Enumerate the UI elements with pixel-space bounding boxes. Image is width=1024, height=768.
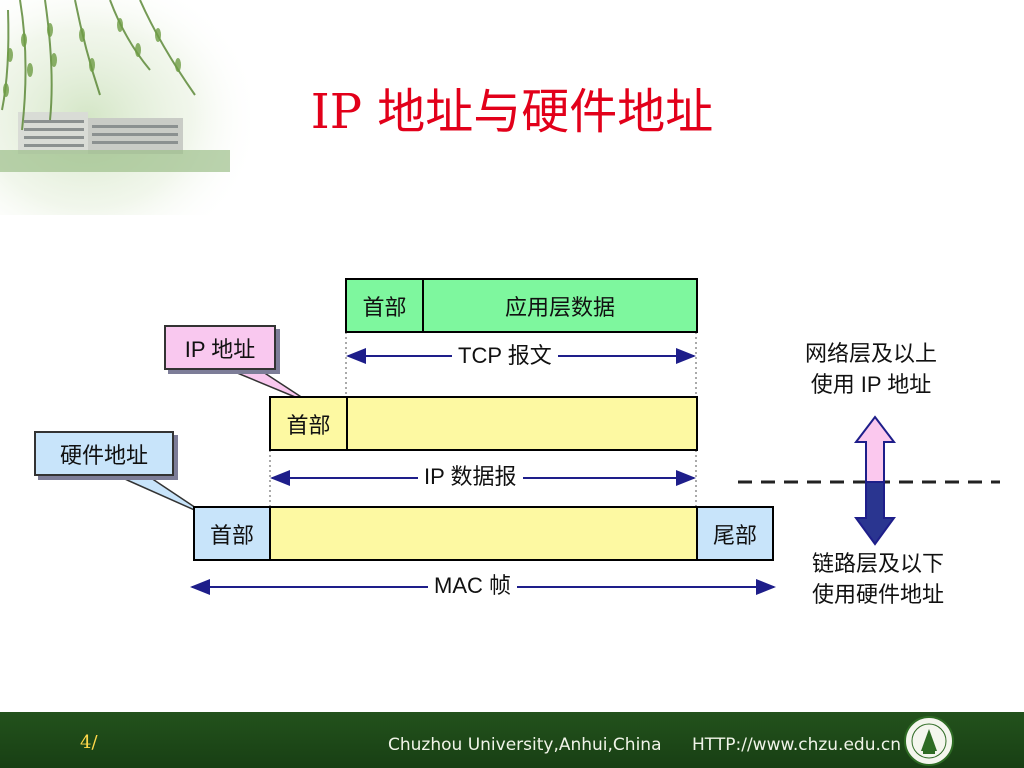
page-number: 4/ xyxy=(80,732,98,753)
slide-title: IP 地址与硬件地址 xyxy=(310,84,714,140)
ip-address-callout: IP 地址 xyxy=(164,325,276,370)
tcp-header-box: 首部 xyxy=(345,278,424,333)
upper-layer-note: 网络层及以上 使用 IP 地址 xyxy=(766,338,976,400)
ip-data-box xyxy=(346,396,698,451)
hardware-address-callout-label: 硬件地址 xyxy=(59,442,148,468)
university-seal-icon xyxy=(904,716,954,766)
mac-trailer-box: 尾部 xyxy=(696,506,774,561)
tcp-data-box: 应用层数据 xyxy=(422,278,698,333)
tcp-data-label: 应用层数据 xyxy=(504,295,615,321)
university-name: Chuzhou University,Anhui,China xyxy=(388,735,662,755)
ip-header-label: 首部 xyxy=(286,413,331,439)
down-arrow-icon xyxy=(854,481,896,546)
lower-layer-note: 链路层及以下 使用硬件地址 xyxy=(778,548,978,610)
mac-data-box xyxy=(269,506,698,561)
up-arrow-icon xyxy=(853,415,897,483)
university-url: HTTP://www.chzu.edu.cn xyxy=(692,735,902,755)
ip-address-callout-label: IP 地址 xyxy=(184,336,256,362)
mac-header-box: 首部 xyxy=(193,506,271,561)
tcp-span-label: TCP 报文 xyxy=(452,341,558,371)
ip-header-box: 首部 xyxy=(269,396,348,451)
mac-trailer-label: 尾部 xyxy=(712,523,757,549)
hw-callout-pointer xyxy=(117,475,209,517)
lower-layer-note-line2: 使用硬件地址 xyxy=(811,582,944,607)
mac-header-label: 首部 xyxy=(209,523,254,549)
tcp-header-label: 首部 xyxy=(362,295,407,321)
ip-callout-pointer xyxy=(229,369,313,405)
upper-layer-note-line1: 网络层及以上 xyxy=(804,341,937,366)
ip-span-label: IP 数据报 xyxy=(418,462,523,492)
footer-bar xyxy=(0,712,1024,768)
upper-layer-note-line2: 使用 IP 地址 xyxy=(810,372,932,397)
hardware-address-callout: 硬件地址 xyxy=(34,431,174,476)
willow-campus-decoration xyxy=(0,0,250,215)
mac-span-label: MAC 帧 xyxy=(428,571,518,601)
lower-layer-note-line1: 链路层及以下 xyxy=(811,551,944,576)
